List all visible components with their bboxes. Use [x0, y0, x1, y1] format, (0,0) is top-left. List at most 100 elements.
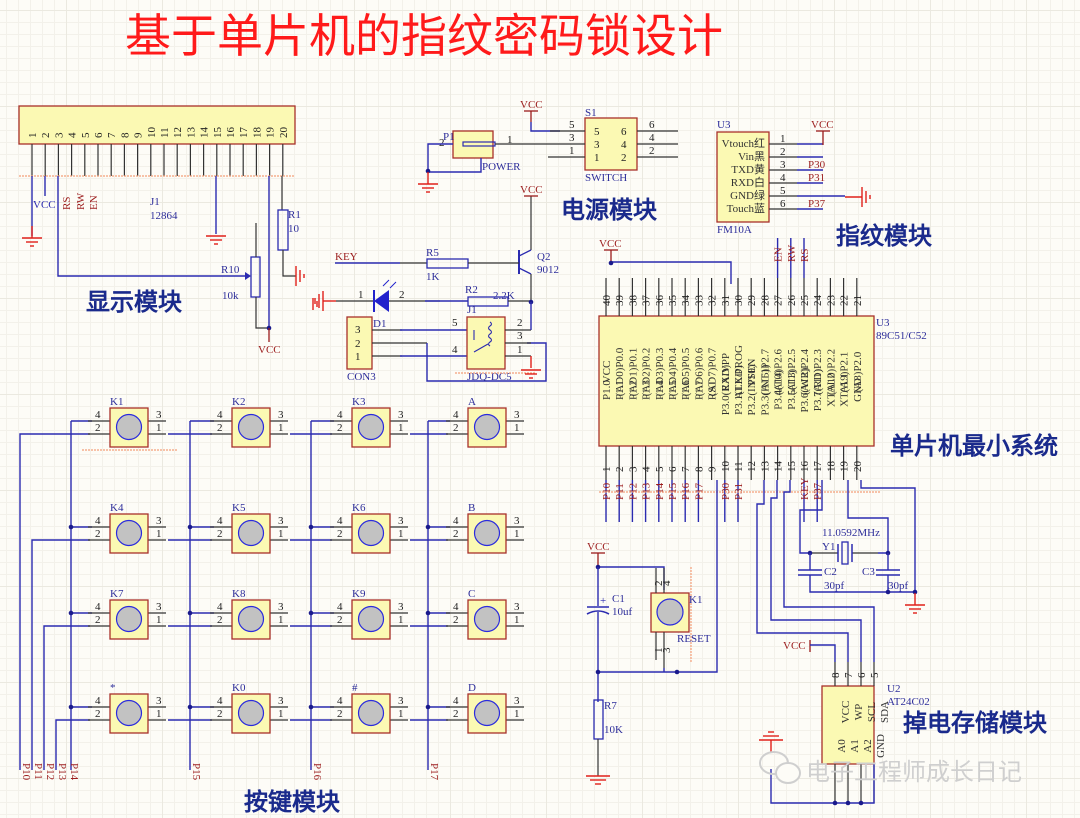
key-pin-label: 1: [514, 614, 520, 626]
key-cap[interactable]: [357, 699, 385, 727]
eeprom-pin-number: 6: [856, 672, 868, 678]
key-designator: K3: [352, 396, 366, 408]
key-cap[interactable]: [357, 519, 385, 547]
junction-dot: [832, 800, 838, 806]
eeprom-body: [821, 685, 875, 765]
ground-icon: [295, 266, 305, 286]
fm-pin-name: TXD黄: [731, 162, 765, 176]
key-pin-label: 3: [398, 601, 404, 613]
mcu-pin-number: 21: [852, 295, 864, 306]
junction-dot: [308, 524, 314, 530]
junction-dot: [68, 524, 74, 530]
key-cap[interactable]: [473, 519, 501, 547]
eeprom-pin-name: SDA: [879, 701, 891, 723]
k-reset-pin: 3: [661, 647, 673, 653]
light-ray-icon: [382, 279, 390, 287]
wechat-icon: [775, 762, 801, 784]
mcu-pin-name: P1.3: [641, 380, 653, 400]
mcu-pin-number: 33: [693, 295, 705, 307]
module-label-eeprom: 掉电存储模块: [903, 708, 1047, 737]
mcu-net-label: RS: [799, 249, 811, 262]
module-label-display: 显示模块: [86, 287, 182, 316]
mcu-pin-name: (A11)P2.3: [812, 349, 824, 395]
key-cap[interactable]: [473, 413, 501, 441]
relay-pin: 3: [517, 330, 523, 342]
key-cap[interactable]: [237, 605, 265, 633]
key-pin-label: 3: [278, 601, 284, 613]
mcu-pin-name: (AD1)P0.1: [627, 348, 639, 397]
key-pin-label: 3: [514, 601, 520, 613]
r1-lead: [282, 250, 296, 277]
key-cap[interactable]: [237, 413, 265, 441]
lcd-pin-number: 2: [40, 133, 52, 139]
key-cap[interactable]: [237, 699, 265, 727]
resistor-r2: R2 2.2K: [465, 284, 534, 307]
eeprom-pin-name: A2: [862, 739, 874, 752]
mcu-net-label: EN: [773, 247, 785, 262]
key-pin-label: 1: [156, 422, 162, 434]
mcu-net-label: RW: [786, 244, 798, 262]
key-cap[interactable]: [473, 699, 501, 727]
connector-con3: 3 2 1 CON3: [346, 316, 547, 383]
key-cap[interactable]: [115, 605, 143, 633]
key-pin-label: 2: [337, 528, 343, 540]
fm-pin-number: 6: [780, 198, 786, 210]
mcu-pin-name: P3.5(T1): [786, 370, 798, 410]
mcu-net-label: P14: [654, 482, 666, 500]
mcu-pin-number: 38: [627, 295, 639, 307]
key-pin-label: 4: [95, 601, 101, 613]
key-cap[interactable]: [357, 413, 385, 441]
c2-designator: C2: [824, 566, 837, 578]
cap-gnd-wire: [809, 575, 915, 593]
key-cap[interactable]: [115, 413, 143, 441]
rst-wire: [598, 480, 718, 673]
reset-button-cap[interactable]: [656, 598, 684, 626]
key-cap[interactable]: [237, 519, 265, 547]
mcu-pin-name: P1.4: [654, 380, 666, 400]
fm-pin-number: 4: [780, 172, 786, 184]
key-pin-label: 4: [217, 515, 223, 527]
junction-dot: [608, 260, 614, 266]
ground-icon: [905, 604, 925, 614]
key-cap[interactable]: [115, 519, 143, 547]
key-pin-label: 1: [514, 708, 520, 720]
key-pin-label: 2: [337, 708, 343, 720]
mcu-pin-name: P1.6: [680, 380, 692, 400]
mcu-pin-number: 16: [799, 461, 811, 473]
key-pin-label: 2: [95, 422, 101, 434]
junction-dot: [595, 669, 601, 675]
watermark-text: 电子工程师成长日记: [806, 758, 1022, 786]
key-pin-label: 4: [217, 601, 223, 613]
light-ray-icon: [389, 281, 397, 289]
key-pin-label: 2: [337, 614, 343, 626]
d1-pin2: 2: [399, 289, 405, 301]
ground-icon: [586, 775, 610, 785]
key-pin-label: 3: [156, 515, 162, 527]
key-cap[interactable]: [115, 699, 143, 727]
relay-pin: 4: [452, 344, 458, 356]
s1-pin-label: 6: [649, 119, 655, 131]
lcd-rw-net: RW: [75, 192, 87, 210]
schematic-title: 基于单片机的指纹密码锁设计: [125, 9, 723, 63]
key-cap[interactable]: [473, 605, 501, 633]
key-cap[interactable]: [357, 605, 385, 633]
key-pin-label: 3: [156, 409, 162, 421]
